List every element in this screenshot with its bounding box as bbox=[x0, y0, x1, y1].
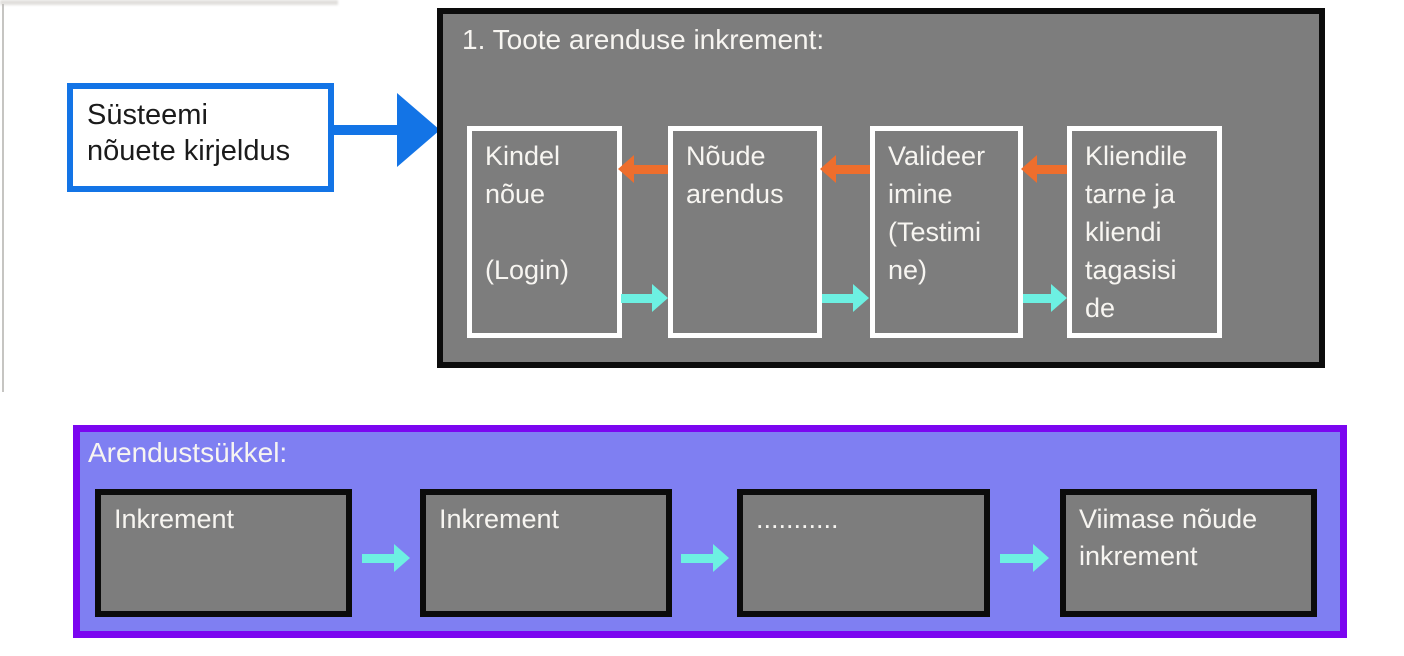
arrow-stem bbox=[362, 554, 395, 563]
cycle-box-label: Viimase nõude inkrement bbox=[1079, 504, 1258, 571]
arrow-head bbox=[713, 544, 729, 572]
cycle-box-increment-2: Inkrement bbox=[420, 489, 672, 617]
cycle-forward-arrow-1 bbox=[362, 544, 410, 572]
arrow-head bbox=[1021, 155, 1037, 183]
product-increment-panel: 1. Toote arenduse inkrement: Kindel nõue… bbox=[437, 8, 1325, 368]
input-flow-arrow-head bbox=[397, 93, 440, 167]
backflow-arrow-1 bbox=[618, 155, 668, 183]
development-cycle-title: Arendustsükkel: bbox=[88, 437, 288, 468]
arrow-head bbox=[853, 284, 869, 312]
arrow-stem bbox=[1000, 554, 1034, 563]
arrow-head bbox=[820, 155, 836, 183]
backflow-arrow-2 bbox=[820, 155, 870, 183]
arrow-stem bbox=[681, 554, 714, 563]
arrow-stem bbox=[1023, 294, 1052, 303]
cycle-forward-arrow-2 bbox=[681, 544, 729, 572]
system-requirements-label: Süsteemi nõuete kirjeldus bbox=[87, 99, 291, 167]
scan-artifact-top-strip bbox=[0, 0, 338, 5]
scan-artifact-left-line bbox=[2, 4, 4, 392]
system-requirements-box: Süsteemi nõuete kirjeldus bbox=[67, 83, 334, 192]
cycle-box-label: Inkrement bbox=[114, 504, 235, 534]
cycle-forward-arrow-3 bbox=[1000, 544, 1049, 572]
forward-arrow-1 bbox=[621, 284, 668, 312]
cycle-box-increment-1: Inkrement bbox=[95, 489, 352, 617]
cycle-box-last-increment: Viimase nõude inkrement bbox=[1060, 489, 1317, 617]
forward-arrow-2 bbox=[822, 284, 869, 312]
arrow-head bbox=[618, 155, 634, 183]
step-box-specific-requirement: Kindel nõue (Login) bbox=[467, 126, 622, 338]
step-box-label: Kliendile tarne ja kliendi tagasisi de bbox=[1085, 141, 1188, 323]
arrow-head bbox=[652, 284, 668, 312]
step-box-label: Valideer imine (Testimi ne) bbox=[888, 141, 986, 285]
cycle-box-label: ........... bbox=[756, 504, 839, 534]
arrow-stem bbox=[822, 294, 854, 303]
arrow-head bbox=[1051, 284, 1067, 312]
step-box-delivery-feedback: Kliendile tarne ja kliendi tagasisi de bbox=[1067, 126, 1222, 338]
backflow-arrow-3 bbox=[1021, 155, 1067, 183]
product-increment-title: 1. Toote arenduse inkrement: bbox=[462, 24, 825, 55]
step-box-label: Kindel nõue (Login) bbox=[485, 141, 570, 285]
arrow-head bbox=[1033, 544, 1049, 572]
step-box-label: Nõude arendus bbox=[686, 141, 784, 209]
input-flow-arrow-stem bbox=[333, 125, 405, 135]
forward-arrow-3 bbox=[1023, 284, 1067, 312]
development-cycle-panel: Arendustsükkel: Inkrement Inkrement ....… bbox=[73, 425, 1347, 638]
arrow-stem bbox=[633, 165, 668, 174]
arrow-stem bbox=[621, 294, 653, 303]
cycle-box-label: Inkrement bbox=[439, 504, 560, 534]
arrow-stem bbox=[835, 165, 870, 174]
step-box-requirement-development: Nõude arendus bbox=[668, 126, 822, 338]
cycle-box-ellipsis: ........... bbox=[737, 489, 990, 617]
arrow-stem bbox=[1036, 165, 1067, 174]
step-box-validation-testing: Valideer imine (Testimi ne) bbox=[870, 126, 1023, 338]
arrow-head bbox=[394, 544, 410, 572]
